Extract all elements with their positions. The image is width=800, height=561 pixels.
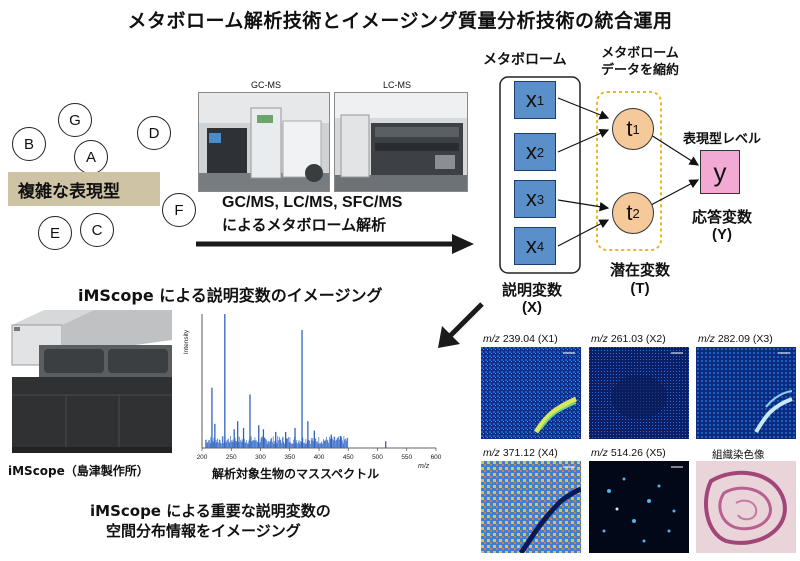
compress-title-1: メタボローム	[601, 46, 679, 61]
spectrum-tick-label-250: 250	[226, 454, 237, 461]
compress-title-2: データを縮約	[600, 63, 679, 78]
model-connections	[499, 76, 700, 274]
imscope-device-label: iMScope（島津製作所）	[8, 464, 149, 478]
main-arrow	[196, 234, 474, 254]
gc-ms-photo	[198, 92, 330, 192]
bottom-text-line2: 空間分布情報をイメージング	[106, 522, 301, 540]
tile-label-stain: 組織染色像	[712, 449, 765, 461]
latent-variable-symbol: (T)	[630, 280, 650, 297]
metabolome-title: メタボローム	[483, 52, 567, 68]
spectrum-tick-label-200: 200	[197, 454, 208, 461]
phenotype-circle-d: D	[137, 116, 171, 150]
spectrum-tick-label-450: 450	[343, 454, 354, 461]
imaging-tile-x3	[696, 347, 796, 439]
phenotype-circle-b: B	[12, 127, 46, 161]
spectrum-tick-label-350: 350	[284, 454, 295, 461]
bottom-text-line1: iMScope による重要な説明変数の	[90, 502, 331, 520]
ms-caption-line2: によるメタボローム解析	[222, 216, 387, 234]
lc-ms-label: LC-MS	[383, 80, 412, 90]
spectrum-tick-label-550: 550	[401, 454, 412, 461]
y-response-box: y	[700, 150, 740, 194]
tile-label-x5: m/z 514.26 (X5)	[591, 447, 666, 459]
phenotype-circle-a: A	[74, 140, 108, 174]
page-title: メタボローム解析技術とイメージング質量分析技術の統合運用	[127, 10, 673, 32]
tile-label-x1: m/z 239.04 (X1)	[483, 333, 558, 345]
imaging-tile-x1	[481, 347, 581, 439]
spectrum-y-label: Intensity	[183, 329, 190, 354]
spectrum-tick-label-300: 300	[255, 454, 266, 461]
imscope-device-photo	[4, 305, 176, 455]
phenotype-circle-c: C	[80, 213, 114, 247]
phenotype-circle-f: F	[162, 193, 196, 227]
imscope-heading: iMScope による説明変数のイメージング	[78, 286, 383, 305]
imaging-tile-x2	[589, 347, 689, 439]
phenotype-level-label: 表現型レベル	[683, 132, 762, 147]
spectrum-tick-label-500: 500	[372, 454, 383, 461]
tile-label-x4: m/z 371.12 (X4)	[483, 447, 558, 459]
spectrum-x-label: m/z	[418, 463, 430, 468]
explanatory-variable-label: 説明変数	[501, 281, 562, 299]
explanatory-variable-symbol: (X)	[522, 299, 542, 316]
phenotype-circle-g: G	[58, 103, 92, 137]
mass-spectrum-chart: 200 250 300 350 400 450 500 550 600 Intensity m/z	[183, 314, 442, 468]
spectrum-tick-label-600: 600	[431, 454, 442, 461]
spectrum-caption: 解析対象生物のマススペクトル	[212, 467, 380, 481]
phenotype-circle-e: E	[38, 216, 72, 250]
imaging-tile-x5	[589, 461, 689, 553]
imaging-tile-x4	[481, 461, 582, 555]
gc-ms-label: GC-MS	[251, 80, 281, 90]
tile-label-x3: m/z 282.09 (X3)	[698, 333, 773, 345]
tile-label-x2: m/z 261.03 (X2)	[591, 333, 666, 345]
lc-ms-photo	[334, 92, 468, 192]
ms-caption-line1: GC/MS, LC/MS, SFC/MS	[222, 194, 403, 211]
complex-phenotype-label: 複雑な表現型	[8, 172, 160, 206]
spectrum-tick-label-400: 400	[314, 454, 325, 461]
response-variable-label: 応答変数	[691, 208, 752, 226]
diagonal-arrow	[438, 302, 484, 348]
response-variable-symbol: (Y)	[712, 226, 732, 243]
stained-tissue-tile	[696, 461, 796, 553]
latent-variable-label: 潜在変数	[609, 261, 670, 279]
